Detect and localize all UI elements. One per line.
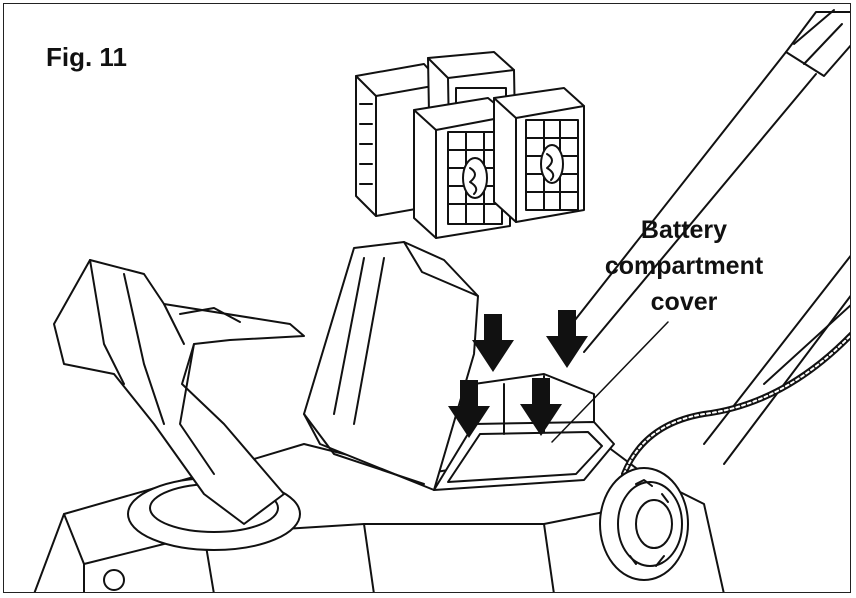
callout-label: Battery compartment cover xyxy=(584,212,784,320)
figure-frame: Fig. 11 Battery compartment cover xyxy=(3,3,851,593)
snow-thrower-illustration xyxy=(33,9,850,592)
down-arrow-2 xyxy=(546,310,588,368)
snow-chute xyxy=(53,259,305,525)
cable xyxy=(621,331,850,477)
wheel xyxy=(599,467,689,581)
battery-pack-front-left xyxy=(413,97,511,239)
callout-line-2: compartment xyxy=(604,252,764,280)
battery-pack-front-right xyxy=(493,87,585,223)
callout-line-1: Battery xyxy=(640,216,728,244)
figure-label: Fig. 11 xyxy=(46,42,127,72)
down-arrow-1 xyxy=(472,314,514,372)
battery-compartment-cover xyxy=(303,241,479,491)
down-arrow-4 xyxy=(520,378,562,436)
handle xyxy=(563,9,850,465)
callout-leader-line xyxy=(551,321,669,443)
callout-line-3: cover xyxy=(650,288,718,316)
down-arrow-3 xyxy=(448,380,490,438)
